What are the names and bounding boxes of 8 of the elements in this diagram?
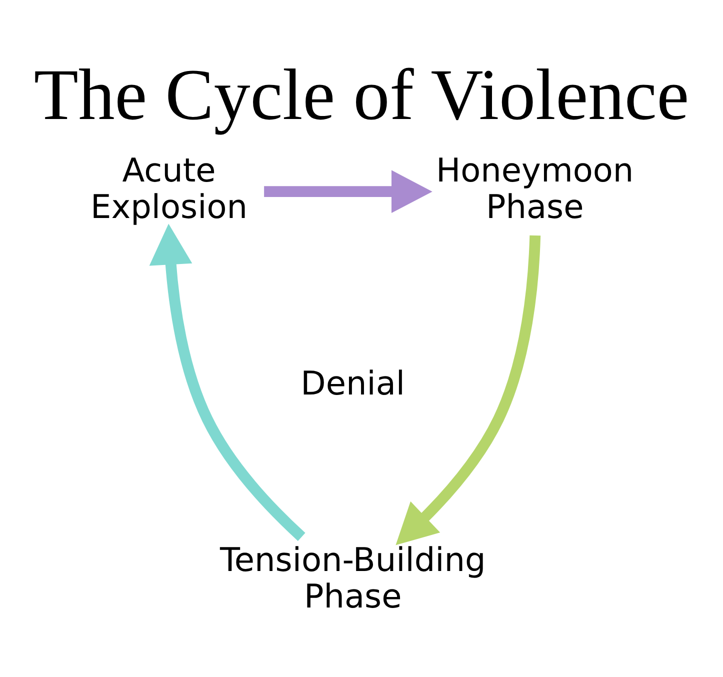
arrow bbox=[149, 223, 306, 540]
label: Denial bbox=[300, 364, 406, 402]
arrow bbox=[264, 170, 432, 213]
node-text: Tension-Building Phase bbox=[220, 540, 486, 615]
node-text: Honeymoon Phase bbox=[436, 150, 634, 226]
node-text: Acute Explosion bbox=[90, 150, 248, 226]
arrow bbox=[396, 234, 541, 545]
diagram-title: The Cycle of Violence bbox=[34, 53, 690, 134]
